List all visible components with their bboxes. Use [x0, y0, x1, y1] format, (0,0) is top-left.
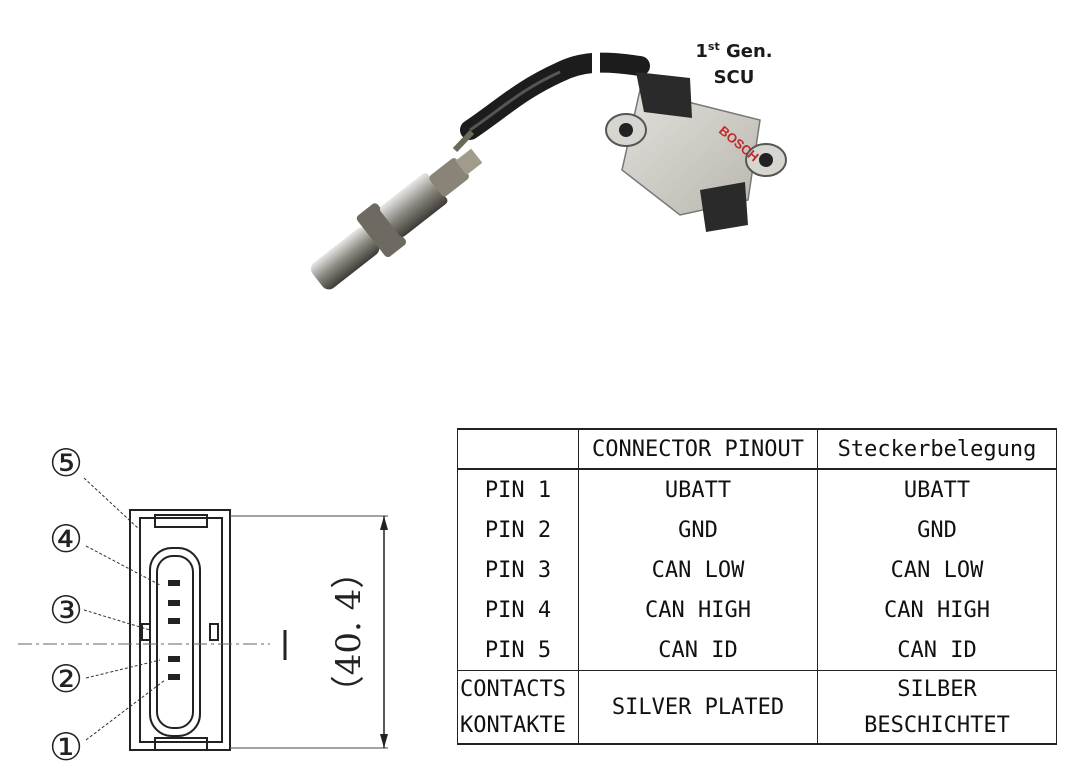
table-header-row: CONNECTOR PINOUT Steckerbelegung — [457, 428, 1057, 470]
header-cell-empty — [457, 428, 579, 470]
scu-label-gen: 1st Gen. — [695, 40, 773, 62]
pin-callout-3: ③ — [49, 588, 83, 632]
contacts-row-2: KONTAKTE BESCHICHTET — [457, 707, 1057, 745]
pin-function-de: CAN LOW — [817, 550, 1057, 590]
pin-function-en: CAN HIGH — [578, 590, 818, 630]
contacts-value-en: SILVER PLATED — [578, 670, 818, 745]
pin-function-en: CAN LOW — [578, 550, 818, 590]
connector-drawing: （40. 4） ⑤ ④ ③ ② ① — [18, 441, 388, 769]
pin-label: PIN 4 — [457, 590, 579, 630]
pin-callout-2: ② — [49, 657, 83, 701]
scu-module-icon: BOSCH — [605, 72, 787, 232]
pin-function-de: UBATT — [817, 469, 1057, 510]
pinout-table: CONNECTOR PINOUT Steckerbelegung PIN 1 U… — [457, 428, 1057, 745]
table-row: PIN 4 CAN HIGH CAN HIGH — [457, 590, 1057, 630]
pin-callout-1: ① — [49, 725, 83, 769]
contacts-value-de-line1: SILBER — [817, 670, 1057, 707]
table-row: PIN 3 CAN LOW CAN LOW — [457, 550, 1057, 590]
pin-function-de: CAN HIGH — [817, 590, 1057, 630]
pin-label: PIN 5 — [457, 630, 579, 671]
header-steckerbelegung: Steckerbelegung — [817, 428, 1057, 470]
pin-function-en: UBATT — [578, 469, 818, 510]
pin-function-de: GND — [817, 510, 1057, 550]
table-row: PIN 5 CAN ID CAN ID — [457, 630, 1057, 671]
pin-label: PIN 1 — [457, 469, 579, 510]
contacts-value-de-line2: BESCHICHTET — [817, 707, 1057, 745]
pin-label: PIN 2 — [457, 510, 579, 550]
table-row: PIN 1 UBATT UBATT — [457, 469, 1057, 510]
contacts-row: CONTACTS SILVER PLATED SILBER — [457, 670, 1057, 745]
connector-pins — [168, 580, 180, 680]
pin-callout-5: ⑤ — [49, 441, 83, 485]
scu-label-name: SCU — [713, 67, 755, 88]
header-connector-pinout: CONNECTOR PINOUT — [578, 428, 818, 470]
lambda-sensor-icon — [310, 148, 483, 290]
pin-label: PIN 3 — [457, 550, 579, 590]
dimension-label: （40. 4） — [329, 555, 369, 710]
contacts-label-en: CONTACTS — [457, 670, 579, 707]
sensor-product-photo: BOSCH — [310, 52, 787, 290]
table-row: PIN 2 GND GND — [457, 510, 1057, 550]
pin-function-en: CAN ID — [578, 630, 818, 671]
contacts-label-de: KONTAKTE — [457, 707, 579, 745]
pin-function-en: GND — [578, 510, 818, 550]
scu-label: 1st Gen. SCU — [694, 34, 774, 91]
pin-callout-4: ④ — [49, 517, 83, 561]
pin-function-de: CAN ID — [817, 630, 1057, 671]
